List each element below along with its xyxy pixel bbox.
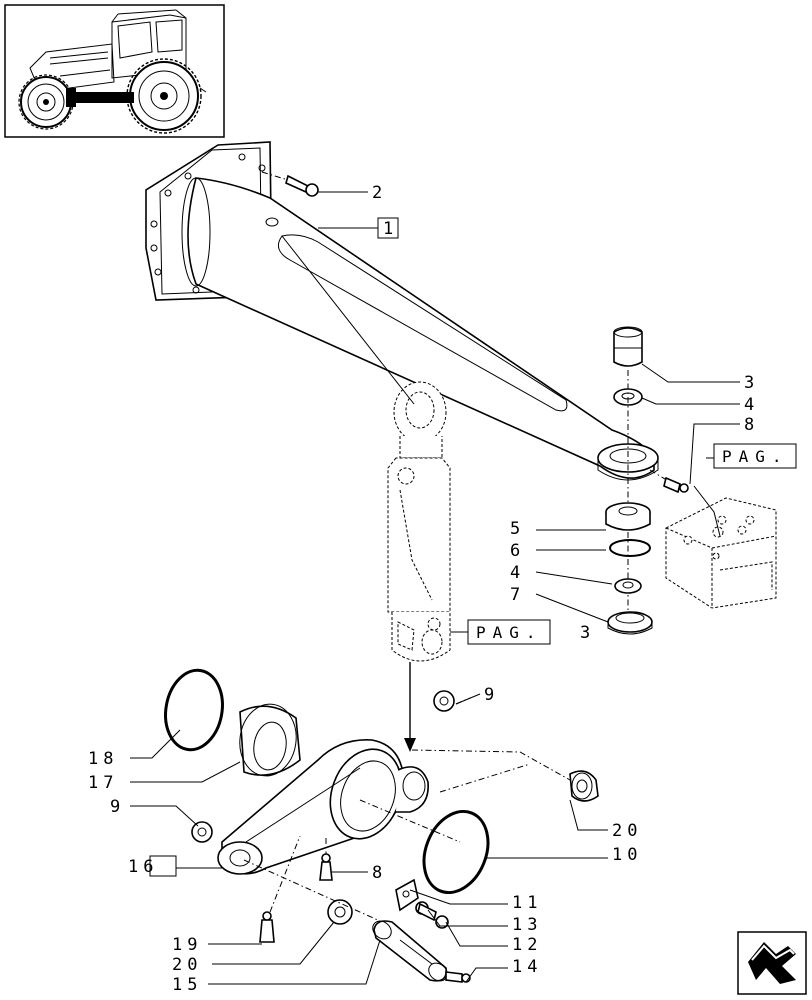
seal-7 <box>607 611 653 635</box>
bushing-17 <box>239 703 301 777</box>
callout-10: 10 <box>612 845 642 865</box>
lift-cylinder-ghost <box>387 381 451 662</box>
page-ref-lower[interactable]: PAG. <box>476 623 543 642</box>
callout-4a: 4 <box>744 395 759 415</box>
lock-plate-11 <box>395 878 419 912</box>
callout-19: 19 <box>172 935 202 955</box>
tractor-thumbnail-icon[interactable] <box>4 4 225 138</box>
callout-18: 18 <box>88 749 118 769</box>
bushing-20a <box>569 770 599 802</box>
callout-20a: 20 <box>612 821 642 841</box>
callout-13: 13 <box>512 915 542 935</box>
ref-label-16: 16 <box>128 857 158 877</box>
callout-5: 5 <box>510 519 525 539</box>
callout-9a: 9 <box>484 685 499 705</box>
page-ref-right[interactable]: PAG. <box>722 447 789 466</box>
callout-20b: 20 <box>172 955 202 975</box>
page-ref-box-right[interactable] <box>713 443 797 469</box>
callout-15: 15 <box>172 975 202 995</box>
support-arm <box>145 141 659 481</box>
clip-9b <box>191 821 213 843</box>
bolt-2 <box>261 171 319 197</box>
grease-fitting-8b <box>319 838 333 881</box>
bushing-20b <box>327 899 353 925</box>
callout-4b: 4 <box>510 563 525 583</box>
snap-ring-6 <box>609 539 651 557</box>
callout-9b: 9 <box>110 797 125 817</box>
bushing-5 <box>605 502 651 531</box>
return-arrow-icon[interactable] <box>737 931 807 995</box>
callout-3: 3 <box>744 373 759 393</box>
lever-16 <box>217 739 429 875</box>
ref-box-1 <box>377 217 399 239</box>
washer-4b <box>614 578 642 594</box>
callout-8b: 8 <box>372 863 387 883</box>
callout-2: 2 <box>372 183 387 203</box>
callout-7: 7 <box>510 585 525 605</box>
callout-11: 11 <box>512 893 542 913</box>
callout-14: 14 <box>512 957 542 977</box>
callout-8a: 8 <box>744 415 759 435</box>
callout-labels: 2 1 3 4 8 PAG. 5 6 4 7 PAG. 3 9 18 17 9 … <box>88 183 797 995</box>
grease-fitting-14 <box>445 971 471 983</box>
snap-ring-18 <box>164 668 224 752</box>
seal-10 <box>422 809 490 895</box>
grease-fitting-8a <box>649 469 689 494</box>
ref-label-1: 1 <box>383 219 398 239</box>
ref-box-16 <box>149 855 177 877</box>
grease-fitting-19 <box>259 835 301 943</box>
page-ref-box-lower[interactable] <box>467 619 551 645</box>
callout-6: 6 <box>510 541 525 561</box>
page-ref-lower-number: 3 <box>580 623 595 643</box>
callout-12: 12 <box>512 935 542 955</box>
pin-3 <box>613 326 643 367</box>
axle-bracket-ghost <box>665 497 777 609</box>
leader-lines <box>130 191 740 985</box>
clip-9a <box>433 690 471 712</box>
callout-17: 17 <box>88 773 118 793</box>
bolt-12 <box>417 902 449 929</box>
